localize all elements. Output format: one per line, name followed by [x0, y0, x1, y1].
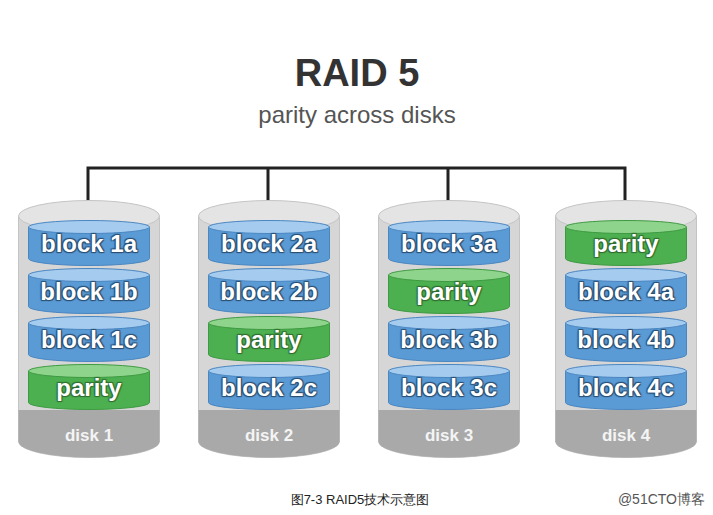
block-label: block 1c: [28, 316, 150, 354]
parity-band: parity: [388, 268, 510, 314]
parity-label: parity: [565, 220, 687, 258]
subtitle: parity across disks: [258, 101, 455, 129]
block-band: block 1a: [28, 220, 150, 266]
disk-cylinder: disk 2 block 2a block 2b parity block 2c: [198, 200, 340, 458]
block-label: block 4b: [565, 316, 687, 354]
cylinder-body: [199, 216, 340, 458]
block-band: block 2b: [208, 268, 330, 314]
disk-label: disk 4: [555, 426, 697, 446]
cylinder-body: [556, 216, 697, 458]
disk-cylinder: disk 4 parity block 4a block 4b block 4c: [555, 200, 697, 458]
parity-label: parity: [388, 268, 510, 306]
block-label: block 3a: [388, 220, 510, 258]
block-band: block 2a: [208, 220, 330, 266]
block-label: block 3c: [388, 364, 510, 402]
block-label: block 2a: [208, 220, 330, 258]
block-label: block 2c: [208, 364, 330, 402]
disk-label: disk 3: [378, 426, 520, 446]
block-label: block 1b: [28, 268, 150, 306]
block-band: block 2c: [208, 364, 330, 410]
parity-band: parity: [565, 220, 687, 266]
parity-label: parity: [208, 316, 330, 354]
bus-line: [88, 167, 625, 223]
title: RAID 5: [295, 52, 420, 95]
block-label: block 4c: [565, 364, 687, 402]
cylinder-body: [379, 216, 520, 458]
block-band: block 3c: [388, 364, 510, 410]
parity-band: parity: [28, 364, 150, 410]
watermark: @51CTO博客: [618, 491, 705, 509]
disk-label: disk 2: [198, 426, 340, 446]
block-band: block 4b: [565, 316, 687, 362]
block-label: block 1a: [28, 220, 150, 258]
disk-cylinder: disk 3 block 3a parity block 3b block 3c: [378, 200, 520, 458]
block-band: block 3b: [388, 316, 510, 362]
block-band: block 3a: [388, 220, 510, 266]
block-label: block 4a: [565, 268, 687, 306]
disk-label: disk 1: [18, 426, 160, 446]
block-band: block 4a: [565, 268, 687, 314]
block-band: block 1b: [28, 268, 150, 314]
disk-cylinder: disk 1 block 1a block 1b block 1c parity: [18, 200, 160, 458]
cylinder-body: [19, 216, 160, 458]
block-label: block 2b: [208, 268, 330, 306]
parity-label: parity: [28, 364, 150, 402]
parity-band: parity: [208, 316, 330, 362]
caption: 图7-3 RAID5技术示意图: [291, 491, 430, 509]
block-label: block 3b: [388, 316, 510, 354]
block-band: block 4c: [565, 364, 687, 410]
block-band: block 1c: [28, 316, 150, 362]
